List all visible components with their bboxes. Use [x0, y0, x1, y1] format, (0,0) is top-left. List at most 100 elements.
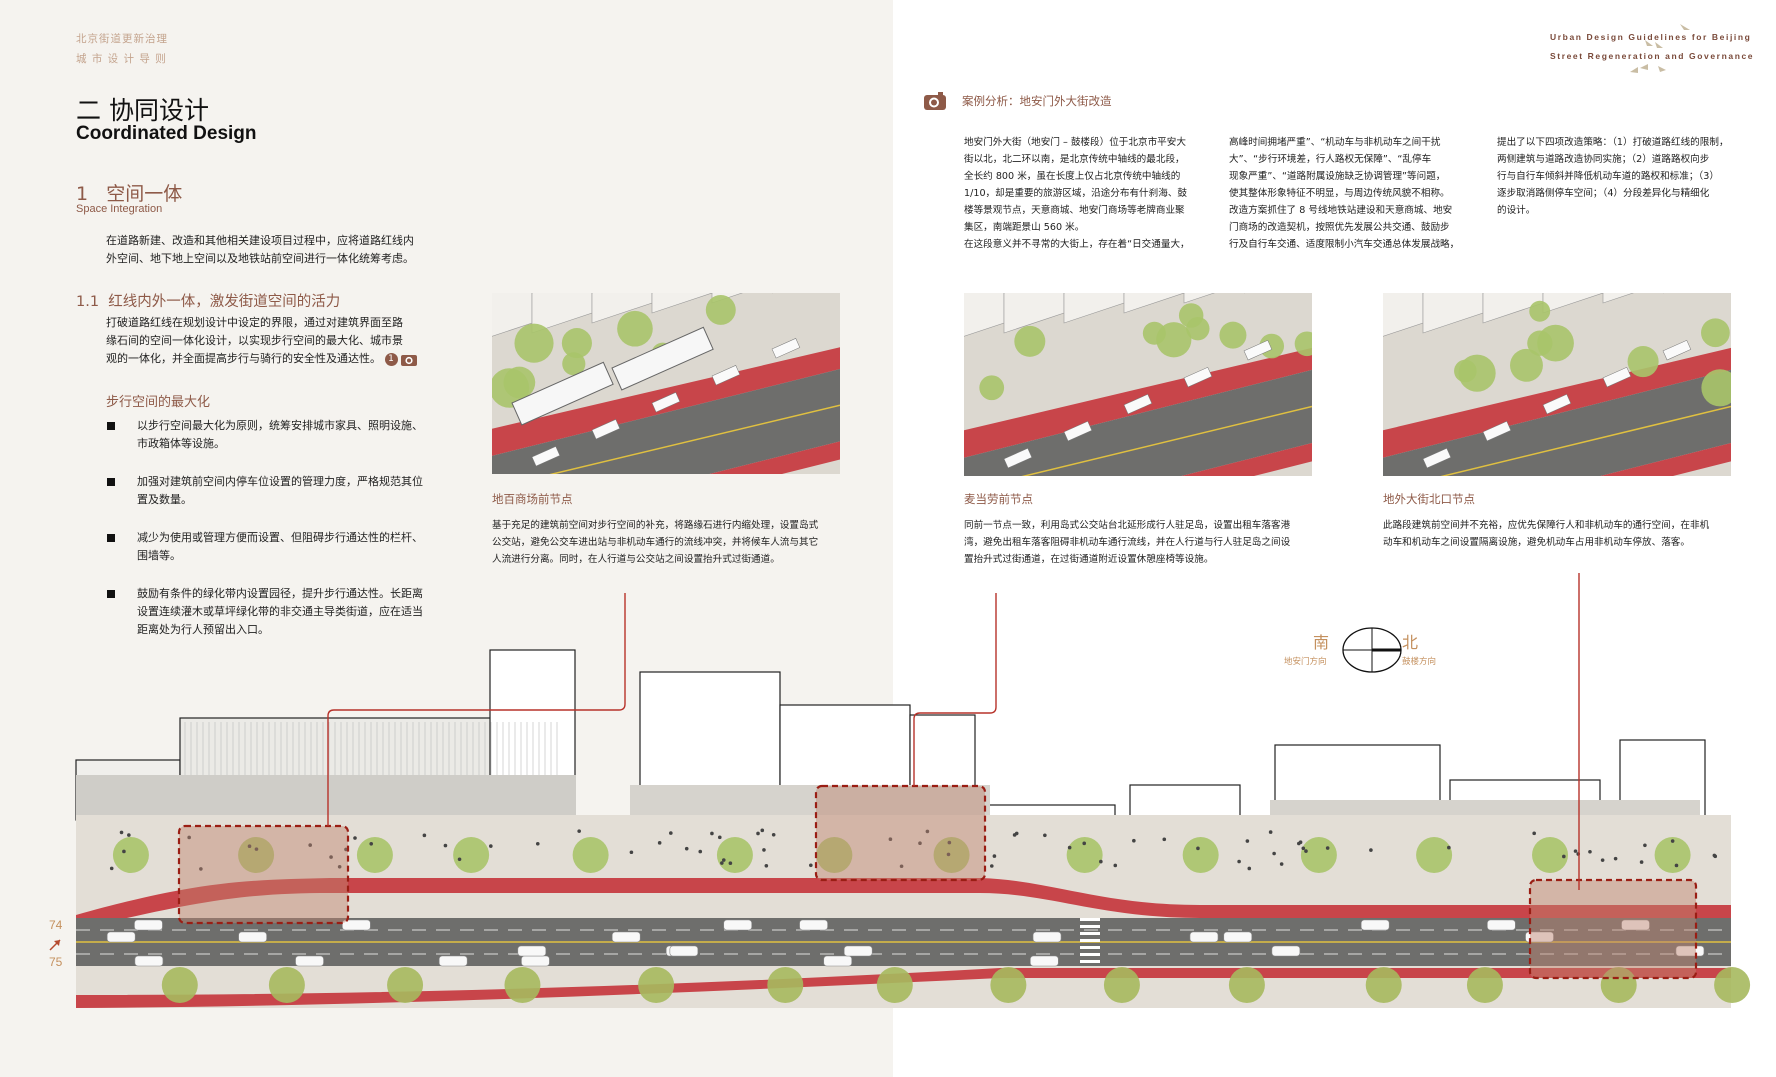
tree: [562, 352, 586, 376]
building: [1063, 293, 1125, 324]
pedestrian: [728, 861, 733, 866]
street-rendering: [1383, 293, 1731, 476]
car: [342, 919, 371, 931]
car: [1487, 919, 1516, 931]
tree: [504, 967, 541, 1003]
tree: [387, 967, 424, 1003]
series-title-en-2: Street Regeneration and Governance: [1550, 51, 1755, 61]
lane-line: [1440, 405, 1731, 476]
crosswalk-stripe: [1080, 953, 1100, 956]
building: [591, 293, 653, 324]
case-line: 使其整体形象特征不明显，与周边传统风貌不相称。: [1229, 188, 1450, 199]
bullet-line: 以步行空间最大化为原则，统筹安排城市家具、照明设施、: [137, 419, 423, 432]
tree: [1701, 318, 1730, 348]
pedestrian: [809, 863, 813, 868]
node-title: 麦当劳前节点: [964, 492, 1033, 506]
camera-icon: [924, 92, 946, 110]
body-line: 缘石间的空间一体化设计，以实现步行空间的最大化、城市景: [106, 334, 403, 347]
node-highlight-box: [177, 824, 350, 925]
street-rendering: [964, 293, 1312, 476]
case-line: 现象严重”、“道路附属设施缺乏协调管理”等问题，: [1229, 171, 1446, 182]
tree: [1529, 300, 1551, 322]
pedestrian: [1613, 856, 1618, 861]
node-highlight-box: [814, 784, 987, 882]
node-image-mcdonalds: [964, 293, 1312, 476]
road: [1383, 369, 1731, 476]
building: [1183, 293, 1215, 304]
section-number: 1: [76, 183, 89, 205]
node-text-line: 湾，避免出租车落客阻碍非机动车通行流线，并在人行道与行人驻足岛之间设: [964, 537, 1291, 548]
car: [106, 931, 136, 943]
tree: [453, 837, 490, 873]
car: [1482, 420, 1512, 442]
pedestrian: [1447, 845, 1451, 850]
car: [1123, 393, 1153, 415]
lane-line: [549, 404, 840, 474]
pedestrian: [489, 844, 493, 848]
pedestrian: [1588, 850, 1592, 854]
car: [651, 392, 681, 413]
bullet-marker: [107, 422, 115, 430]
pedestrian: [771, 833, 776, 837]
arrow-icon: [49, 939, 61, 951]
car: [1525, 931, 1554, 943]
tree: [1365, 967, 1402, 1003]
car: [531, 446, 561, 467]
tree: [1600, 967, 1637, 1003]
pedestrian: [1713, 854, 1718, 859]
car: [591, 419, 621, 440]
pedestrian: [1247, 866, 1252, 871]
node-caption: 地百商场前节点 基于充足的建筑前空间对步行空间的补充，将路缘石进行内缩处理，设置…: [492, 491, 852, 568]
bullet-marker: [107, 478, 115, 486]
pedestrian: [764, 863, 769, 868]
pedestrian: [657, 841, 662, 845]
pedestrian: [1113, 863, 1118, 868]
crosswalk-stripe: [1080, 939, 1100, 942]
pedestrian-heading: 步行空间的最大化: [106, 395, 211, 410]
pedestrian: [992, 854, 997, 858]
case-line: 全长约 800 米，虽在长度上仅占北京传统中轴线的: [964, 171, 1181, 182]
tree: [716, 837, 753, 873]
building: [1482, 293, 1544, 324]
case-line: 改造方案抓住了 8 号线地铁站建设和天意商城、地安: [1229, 205, 1453, 216]
tree: [1627, 346, 1659, 378]
tree: [1014, 325, 1046, 357]
pedestrian: [1304, 849, 1308, 853]
pedestrian: [422, 833, 427, 838]
tree: [1509, 348, 1543, 382]
pedestrian: [122, 849, 126, 854]
tree: [161, 967, 198, 1003]
pedestrian: [1196, 846, 1200, 851]
pedestrian: [1067, 845, 1072, 850]
tree: [617, 310, 653, 347]
node-text-line: 基于充足的建筑前空间对步行空间的补充，将路缘石进行内缩处理，设置岛式: [492, 520, 819, 531]
tree: [990, 967, 1027, 1003]
building-outline: [1129, 784, 1241, 821]
section-title-en: Space Integration: [76, 203, 163, 215]
node-image-dibai: [492, 293, 840, 474]
tree: [933, 837, 970, 873]
tree: [238, 837, 275, 873]
compass-south: 南: [1313, 633, 1330, 652]
compass-north-label: 鼓楼方向: [1402, 657, 1437, 667]
bus: [511, 361, 614, 426]
bullet-line: 加强对建筑前空间内停车位设置的管理力度，严格规范其位: [137, 475, 423, 488]
bullet-line: 设置连续灌木或草坪绿化带的非交通主导类街道，应在适当: [137, 605, 423, 618]
car: [669, 945, 699, 957]
pedestrian: [1162, 837, 1167, 842]
bullet-marker: [107, 534, 115, 542]
bullet-item: 加强对建筑前空间内停车位设置的管理力度，严格规范其位置及数量。: [137, 473, 423, 509]
pedestrian: [1082, 841, 1087, 846]
car: [295, 955, 324, 967]
pedestrian: [899, 864, 904, 869]
node-text-line: 同前一节点一致，利用岛式公交站台北延形成行人驻足岛，设置出租车落客港: [964, 520, 1291, 531]
pedestrian: [127, 833, 131, 837]
birds-logo: [1630, 24, 1690, 73]
tree: [1532, 837, 1569, 873]
tree: [1654, 837, 1691, 873]
car: [1063, 420, 1093, 442]
car: [1271, 945, 1301, 957]
pedestrian: [1012, 833, 1017, 837]
pedestrian: [721, 858, 726, 862]
